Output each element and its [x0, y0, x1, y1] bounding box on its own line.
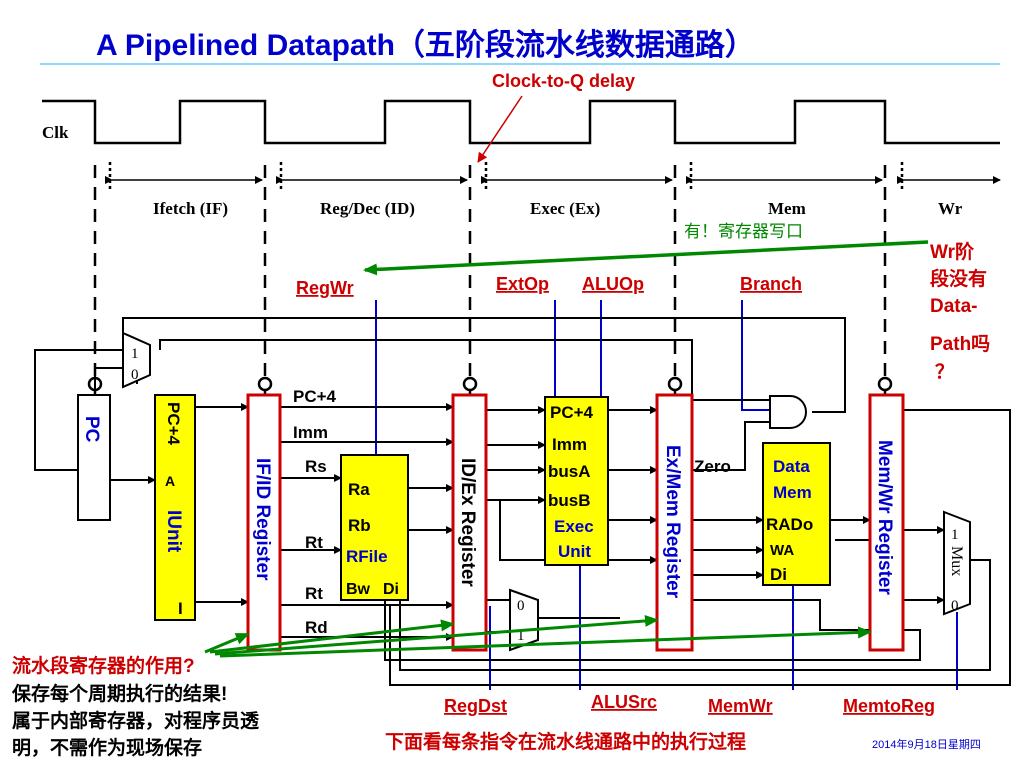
wb-mux-input-1: 1: [951, 527, 959, 543]
control-aluop: ALUOp: [582, 274, 644, 294]
branch-and-gate: [769, 395, 807, 429]
dmem-name-1: Data: [773, 457, 810, 476]
signal-rs: Rs: [305, 457, 327, 476]
dmem-wa: WA: [770, 542, 794, 559]
pc-register: [77, 394, 111, 521]
mem-wr-register: [868, 393, 905, 652]
wr-note-line-5: ？: [935, 362, 954, 383]
pc-mux: [122, 331, 151, 389]
control-regwr: RegWr: [296, 278, 354, 298]
page-title: A Pipelined Datapath（五阶段流水线数据通路）: [96, 29, 755, 62]
control-memwr: MemWr: [708, 696, 773, 716]
pc-register-label: PC: [81, 416, 102, 443]
exec-imm: Imm: [552, 435, 587, 454]
clock-to-q-markers: [108, 162, 904, 190]
pipeline-note-line-1: 保存每个周期执行的结果!: [11, 682, 227, 705]
control-branch: Branch: [740, 274, 802, 294]
signal-rt-1: Rt: [305, 533, 323, 552]
pipeline-register-arrows: [204, 614, 872, 658]
wb-mux-input-0: 0: [951, 598, 959, 614]
wr-note-arrow: [363, 240, 929, 276]
dmem-di: Di: [770, 565, 787, 584]
exec-pc4: PC+4: [550, 403, 594, 422]
wr-note-line-4: Path吗: [930, 334, 990, 355]
stage-label-mem: Mem: [768, 199, 806, 218]
mem-write-port-note: 有！寄存器写口: [684, 222, 803, 241]
register-clock-inputs: [87, 376, 893, 392]
wr-note-line-1: Wr阶: [930, 240, 975, 263]
stage-boundaries: [93, 165, 887, 395]
ex-mem-register: [655, 393, 694, 652]
rfile-rb: Rb: [348, 516, 371, 535]
rfile-di: Di: [383, 581, 399, 598]
signal-imm: Imm: [293, 423, 328, 442]
exec-name-2: Unit: [558, 542, 591, 561]
mem-wr-register-label: Mem/Wr Register: [874, 440, 895, 595]
control-alusrc: ALUSrc: [591, 692, 657, 712]
stage-label-wr: Wr: [938, 199, 963, 218]
control-regdst: RegDst: [444, 696, 507, 716]
regdst-mux-input-0: 0: [517, 598, 525, 614]
data-memory: [762, 442, 831, 586]
exec-busa: busA: [548, 462, 591, 481]
execution-unit: [544, 396, 609, 566]
stage-label-id: Reg/Dec (ID): [320, 199, 415, 218]
datapath-wires: [34, 317, 1011, 686]
clock-waveform: [42, 99, 1000, 145]
pc-mux-input-0: 0: [131, 367, 139, 383]
exec-name-1: Exec: [554, 517, 594, 536]
clock-to-q-annotation: Clock-to-Q delay: [492, 71, 635, 91]
id-ex-register: [451, 393, 488, 652]
signal-rt-2: Rt: [305, 584, 323, 603]
clock-to-q-arrow: [477, 95, 523, 163]
bottom-note: 下面看每条指令在流水线通路中的执行过程: [385, 730, 746, 753]
pipeline-note-line-3: 明，不需作为现场保存: [12, 736, 202, 759]
dmem-name-2: Mem: [773, 483, 812, 502]
iunit-name: IUnit: [163, 510, 184, 553]
wr-note-line-2: 段没有: [930, 267, 987, 290]
iunit-i: I: [178, 599, 183, 618]
control-memtoreg: MemtoReg: [843, 696, 935, 716]
rfile-name: RFile: [346, 547, 388, 566]
register-file: [340, 454, 409, 601]
pc-mux-input-1: 1: [131, 346, 139, 362]
regdst-mux-input-1: 1: [517, 628, 525, 644]
ex-mem-register-label: Ex/Mem Register: [662, 445, 683, 599]
clock-label: Clk: [42, 123, 69, 142]
signal-zero: Zero: [694, 457, 731, 476]
writeback-mux: [943, 510, 971, 616]
id-ex-register-label: ID/Ex Register: [457, 458, 478, 587]
stage-label-if: Ifetch (IF): [153, 199, 228, 218]
control-extop: ExtOp: [496, 274, 549, 294]
if-id-register-label: IF/ID Register: [252, 458, 273, 581]
signal-rd: Rd: [305, 618, 328, 637]
dmem-rado: RADo: [766, 515, 813, 534]
iunit-a: A: [165, 473, 175, 489]
rfile-bw: Bw: [346, 581, 371, 598]
instruction-unit: [154, 394, 196, 621]
slide-date: 2014年9月18日星期四: [872, 737, 981, 751]
pipeline-note-line-2: 属于内部寄存器，对程序员透: [12, 709, 260, 732]
wr-note-line-3: Data-: [930, 296, 978, 317]
rfile-ra: Ra: [348, 480, 370, 499]
exec-busb: busB: [548, 491, 591, 510]
stage-label-ex: Exec (Ex): [530, 199, 600, 218]
if-id-register: [246, 393, 282, 652]
pipeline-note-question: 流水段寄存器的作用?: [12, 654, 195, 677]
wb-mux-label: Mux: [948, 546, 965, 576]
signal-pc4: PC+4: [293, 387, 337, 406]
iunit-pc4: PC+4: [164, 402, 183, 446]
